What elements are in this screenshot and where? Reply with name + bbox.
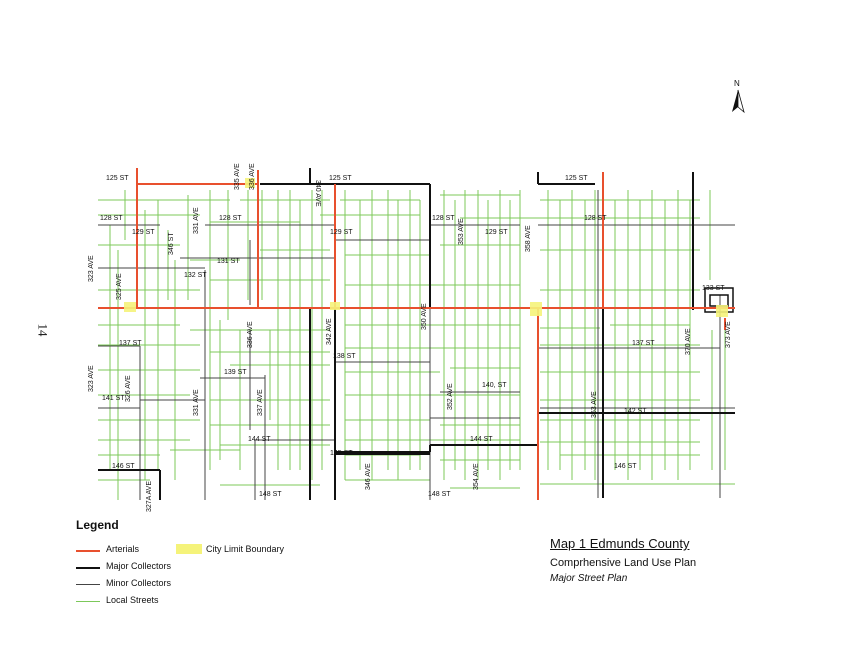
street-label: 132 ST xyxy=(184,272,207,279)
city-limit-swatch xyxy=(176,544,202,554)
street-label: 125 ST xyxy=(329,175,352,182)
street-label: 137 ST xyxy=(632,340,655,347)
street-label: 336 AVE xyxy=(249,163,256,190)
street-label: 358 AVE xyxy=(525,225,532,252)
street-label: 129 ST xyxy=(132,229,155,236)
street-label: 325 AVE xyxy=(116,273,123,300)
arterial-swatch xyxy=(76,550,100,552)
street-label: 326 AVE xyxy=(125,375,132,402)
page-number: 14 xyxy=(35,323,51,337)
street-label: 142 ST xyxy=(624,408,647,415)
street-label: 137 ST xyxy=(119,340,142,347)
street-labels: 125 ST 335 AVE 336 AVE 340 AVE 125 ST 12… xyxy=(88,163,732,512)
street-label: 140, ST xyxy=(482,382,507,389)
street-label: 125 ST xyxy=(565,175,588,182)
street-label: 131 ST xyxy=(217,258,240,265)
street-label: 336 AVE xyxy=(247,321,254,348)
street-label: 139 ST xyxy=(224,369,247,376)
street-label: 354 AVE xyxy=(473,463,480,490)
street-label: 323 AVE xyxy=(88,255,95,282)
street-label: 125 ST xyxy=(106,175,129,182)
street-label: 335 AVE xyxy=(234,163,241,190)
street-label: 148 ST xyxy=(428,491,451,498)
street-label: 128 ST xyxy=(584,215,607,222)
local-street-swatch xyxy=(76,601,100,602)
street-label: 340 AVE xyxy=(314,180,321,207)
street-label: 129 ST xyxy=(330,229,353,236)
street-label: 352 AVE xyxy=(447,383,454,410)
street-label: 128 ST xyxy=(100,215,123,222)
street-label: 346 AVE xyxy=(365,463,372,490)
street-label: 146 ST xyxy=(112,463,135,470)
street-label: 133 ST xyxy=(702,285,725,292)
map-title: Map 1 Edmunds County xyxy=(550,536,690,551)
street-label: 331 AVE xyxy=(193,207,200,234)
legend-item-label: Major Collectors xyxy=(106,561,172,571)
street-label: 327A AVE xyxy=(146,481,153,512)
major-collector-swatch xyxy=(76,567,100,569)
legend-item-label: Minor Collectors xyxy=(106,578,172,588)
street-label: 346 ST xyxy=(168,232,175,255)
legend-item-label: Arterials xyxy=(106,544,140,554)
street-label: 145 ST xyxy=(330,450,353,457)
minor-collector-swatch xyxy=(76,584,100,585)
legend: Legend Arterials Major Collectors Minor … xyxy=(76,518,336,618)
street-label: 144 ST xyxy=(470,436,493,443)
street-label: 141 ST xyxy=(102,395,125,402)
street-label: 129 ST xyxy=(485,229,508,236)
legend-title: Legend xyxy=(76,518,119,532)
north-arrow-icon xyxy=(732,89,745,114)
street-label: 144 ST xyxy=(248,436,271,443)
street-label: 128 ST xyxy=(432,215,455,222)
title-block: Map 1 Edmunds County Comprhensive Land U… xyxy=(550,536,800,584)
street-label: 146 ST xyxy=(614,463,637,470)
street-label: 353 AVE xyxy=(458,218,465,245)
street-label: 331 AVE xyxy=(193,389,200,416)
city-limits xyxy=(124,178,728,317)
north-label: N xyxy=(734,79,740,88)
street-label: 370 AVE xyxy=(685,328,692,355)
local-streets xyxy=(98,190,735,500)
street-label: 342 AVE xyxy=(326,318,333,345)
street-label: 363 AVE xyxy=(591,391,598,418)
street-label: 337 AVE xyxy=(257,389,264,416)
street-label: 373 AVE xyxy=(725,321,732,348)
street-label: 148 ST xyxy=(259,491,282,498)
street-label: 128 ST xyxy=(219,215,242,222)
street-label: 323 AVE xyxy=(88,365,95,392)
legend-item-label: Local Streets xyxy=(106,595,159,605)
city-limit-label: City Limit Boundary xyxy=(206,544,285,554)
street-label: 138 ST xyxy=(333,353,356,360)
map-subtitle: Comprhensive Land Use Plan xyxy=(550,557,697,569)
street-label: 350 AVE xyxy=(421,303,428,330)
arterials xyxy=(98,168,735,500)
map-subsubtitle: Major Street Plan xyxy=(550,573,628,584)
